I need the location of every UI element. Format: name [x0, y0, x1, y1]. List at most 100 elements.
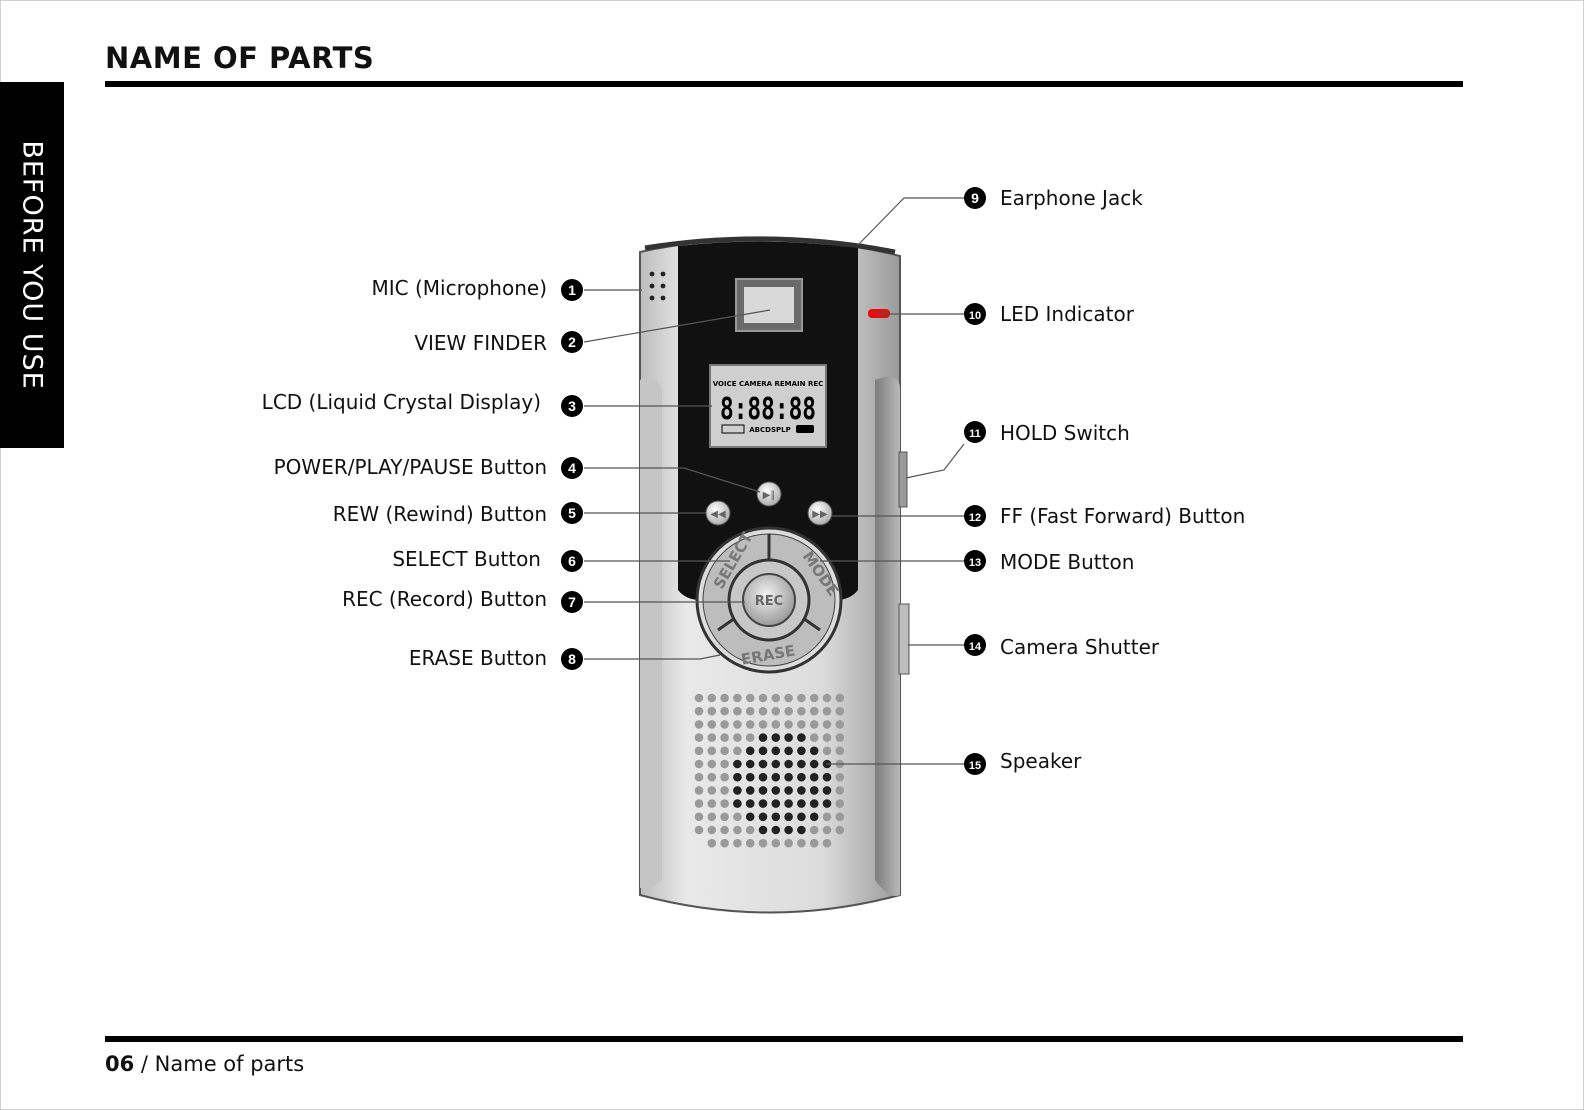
speaker-hole — [809, 812, 819, 822]
mic-icon — [649, 271, 666, 301]
speaker-hole — [733, 838, 742, 848]
speaker-hole — [771, 733, 781, 742]
speaker-hole — [707, 733, 717, 742]
speaker-hole — [822, 812, 832, 822]
part-marker-9 — [964, 187, 986, 209]
speaker-hole — [745, 812, 755, 822]
speaker-hole — [758, 706, 768, 716]
part-marker-14 — [964, 634, 986, 656]
speaker-hole — [733, 772, 742, 782]
speaker-hole — [694, 786, 704, 795]
speaker-hole — [835, 706, 845, 716]
speaker-hole — [835, 786, 845, 795]
speaker-hole — [694, 825, 704, 835]
label-select: SELECT Button — [392, 547, 541, 571]
speaker-hole — [797, 812, 806, 822]
speaker-hole — [758, 772, 768, 782]
speaker-hole — [707, 799, 717, 808]
part-marker-6 — [561, 550, 583, 572]
ff-button[interactable]: ▶▶ — [807, 500, 833, 526]
speaker-hole — [784, 720, 793, 729]
speaker-hole — [707, 838, 717, 848]
lcd-digits: 8:88:88 — [720, 392, 816, 427]
part-number-8: 8 — [568, 651, 576, 667]
speaker-hole — [720, 746, 729, 756]
speaker-hole — [809, 746, 819, 756]
speaker-hole — [707, 693, 717, 703]
speaker-grille — [694, 693, 845, 848]
speaker-hole — [758, 799, 768, 808]
speaker-hole — [745, 825, 755, 835]
label-erase: ERASE Button — [408, 646, 547, 670]
speaker-hole — [745, 759, 755, 769]
speaker-hole — [809, 733, 819, 742]
speaker-hole — [822, 772, 832, 782]
speaker-hole — [784, 693, 793, 703]
speaker-hole — [784, 799, 793, 808]
speaker-hole — [694, 812, 704, 822]
speaker-hole — [720, 759, 729, 769]
speaker-hole — [784, 825, 793, 835]
label-rew: REW (Rewind) Button — [332, 502, 547, 526]
viewfinder — [735, 278, 803, 332]
speaker-hole — [733, 759, 742, 769]
speaker-hole — [797, 786, 806, 795]
speaker-hole — [822, 693, 832, 703]
speaker-hole — [745, 772, 755, 782]
speaker-hole — [707, 706, 717, 716]
speaker-hole — [771, 706, 781, 716]
speaker-hole — [694, 693, 704, 703]
speaker-hole — [745, 746, 755, 756]
speaker-hole — [822, 746, 832, 756]
speaker-hole — [707, 825, 717, 835]
side-tab: BEFORE YOU USE — [0, 82, 64, 448]
rec-button-label: REC — [755, 594, 783, 609]
part-number-6: 6 — [568, 553, 576, 569]
speaker-hole — [771, 812, 781, 822]
speaker-hole — [720, 706, 729, 716]
part-number-3: 3 — [568, 398, 576, 414]
part-number-12: 12 — [969, 512, 981, 524]
speaker-hole — [797, 733, 806, 742]
speaker-hole — [745, 733, 755, 742]
speaker-hole — [822, 786, 832, 795]
camera-shutter — [898, 603, 910, 675]
svg-text:▶‖: ▶‖ — [763, 490, 776, 501]
speaker-hole — [745, 720, 755, 729]
part-number-2: 2 — [568, 334, 576, 350]
rec-button[interactable] — [742, 573, 796, 627]
speaker-hole — [822, 706, 832, 716]
label-hold-switch: HOLD Switch — [1000, 421, 1130, 445]
control-ring: SELECT MODE ERASE REC — [695, 526, 843, 674]
label-ff: FF (Fast Forward) Button — [1000, 504, 1246, 528]
speaker-hole — [745, 786, 755, 795]
speaker-hole — [771, 825, 781, 835]
speaker-hole — [822, 799, 832, 808]
speaker-hole — [733, 786, 742, 795]
part-number-9: 9 — [971, 190, 979, 206]
speaker-hole — [707, 759, 717, 769]
speaker-hole — [694, 772, 704, 782]
speaker-hole — [809, 772, 819, 782]
speaker-hole — [720, 733, 729, 742]
speaker-hole — [809, 825, 819, 835]
power-play-pause-button[interactable]: ▶‖ — [756, 481, 782, 507]
speaker-hole — [720, 825, 729, 835]
footer-section: Name of parts — [154, 1052, 305, 1076]
speaker-hole — [835, 733, 845, 742]
speaker-hole — [835, 746, 845, 756]
part-marker-1 — [561, 279, 583, 301]
speaker-hole — [745, 693, 755, 703]
speaker-hole — [797, 759, 806, 769]
speaker-hole — [720, 786, 729, 795]
speaker-hole — [771, 693, 781, 703]
speaker-hole — [694, 799, 704, 808]
speaker-hole — [784, 812, 793, 822]
speaker-hole — [707, 812, 717, 822]
speaker-hole — [797, 720, 806, 729]
rew-button[interactable]: ◀◀ — [705, 500, 731, 526]
speaker-hole — [707, 720, 717, 729]
speaker-hole — [771, 746, 781, 756]
lcd-bottom-text: ABCDSPLP — [749, 426, 790, 434]
